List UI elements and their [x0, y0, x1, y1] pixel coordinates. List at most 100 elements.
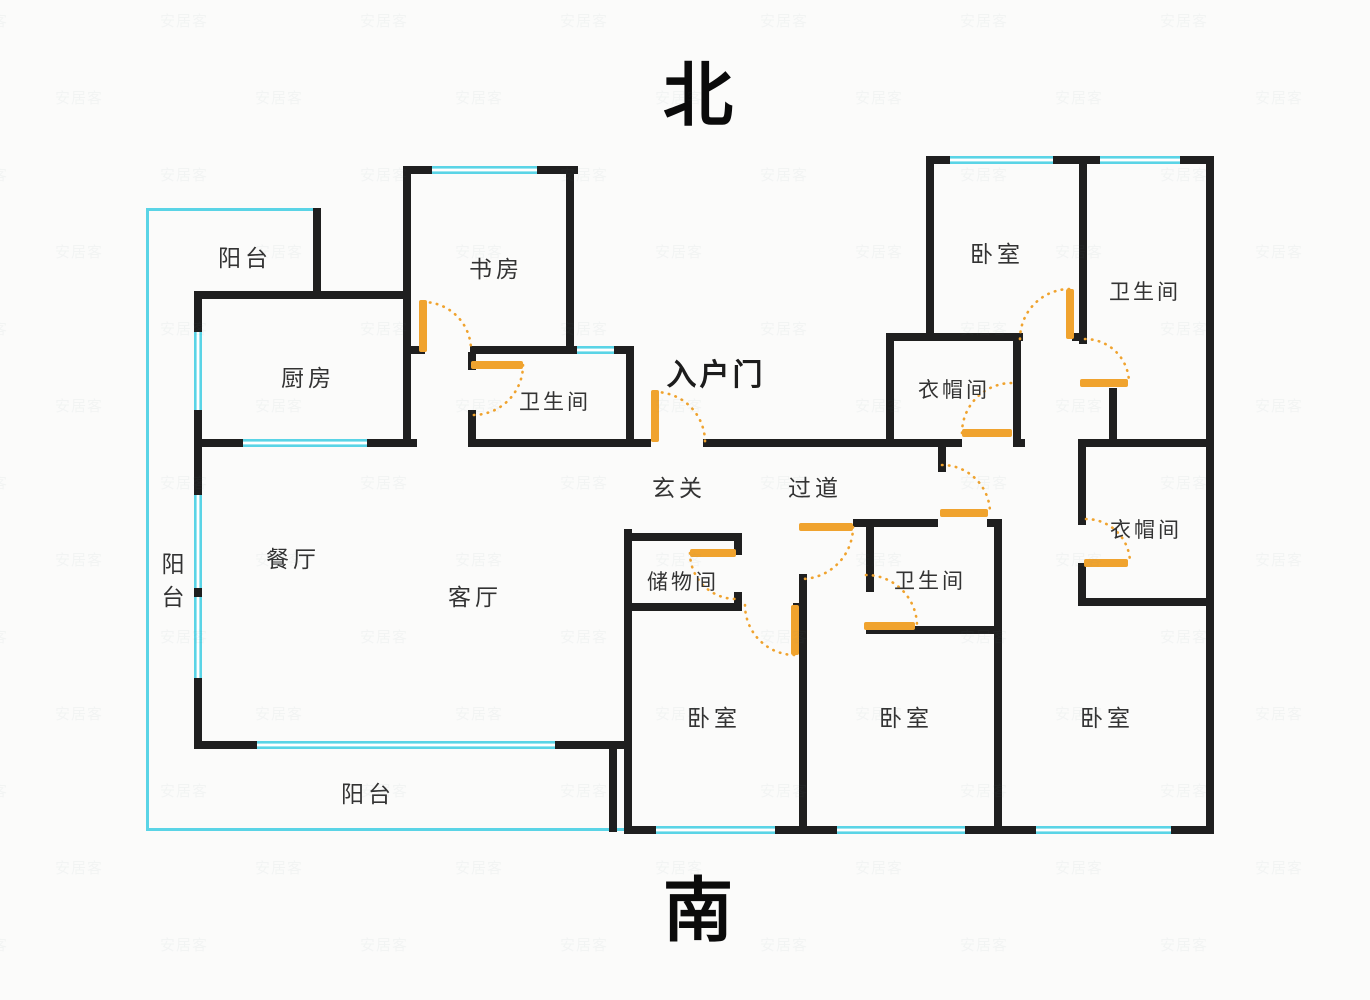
door-leaf	[690, 549, 736, 557]
balcony-boundary-line	[146, 208, 149, 831]
window-frame	[199, 495, 202, 588]
wall	[866, 626, 1002, 634]
wall	[1171, 826, 1214, 834]
door-leaf	[799, 523, 853, 531]
window-frame	[837, 826, 965, 829]
wall	[403, 346, 425, 354]
door-leaf	[791, 605, 799, 655]
wall	[994, 519, 1002, 834]
wall	[555, 741, 632, 749]
door-swing-arc	[960, 381, 1014, 435]
room-label-cloak-top: 衣帽间	[918, 379, 990, 402]
door-swing-arc	[1018, 287, 1072, 341]
window-glass	[837, 826, 965, 834]
room-label-balcony-bottom: 阳台	[341, 781, 395, 807]
window-glass	[950, 156, 1053, 164]
wall	[468, 410, 476, 447]
window-frame	[656, 826, 775, 829]
room-label-balcony-top: 阳台	[218, 245, 272, 271]
wall	[624, 603, 742, 611]
entrance-door-label: 入户门	[666, 359, 766, 392]
wall	[1206, 156, 1214, 834]
wall	[194, 291, 411, 299]
wall	[926, 156, 1214, 164]
window-frame	[1036, 831, 1171, 834]
window-glass	[1100, 156, 1180, 164]
window-frame	[656, 831, 775, 834]
door-swing-arc	[653, 390, 707, 444]
window-frame	[194, 597, 197, 678]
wall	[472, 439, 651, 447]
wall	[793, 603, 807, 611]
wall	[403, 166, 411, 447]
wall	[313, 208, 321, 299]
window-glass	[432, 166, 537, 174]
wall	[566, 166, 574, 354]
room-label-kitchen: 厨房	[281, 365, 335, 391]
balcony-boundary-line	[146, 208, 317, 211]
door-swing-arc	[940, 463, 992, 515]
room-label-bedroom-2: 卧室	[879, 705, 933, 731]
room-label-bath-top: 卫生间	[519, 391, 591, 414]
door-swing-arc	[743, 603, 797, 657]
room-label-hallway: 过道	[788, 475, 842, 501]
window-glass	[656, 826, 775, 834]
wall	[926, 156, 934, 341]
window-frame	[199, 597, 202, 678]
door-swing-arc	[471, 363, 525, 417]
window-glass	[194, 495, 202, 588]
window-frame	[243, 444, 367, 447]
door-leaf	[1066, 289, 1074, 339]
wall	[866, 519, 874, 592]
window-glass	[243, 439, 367, 447]
room-label-foyer: 玄关	[652, 475, 706, 501]
wall	[734, 592, 742, 603]
wall	[624, 533, 742, 541]
door-leaf	[1080, 379, 1128, 387]
window-frame	[199, 332, 202, 410]
window-frame	[1036, 826, 1171, 829]
wall	[194, 439, 243, 447]
room-label-bedroom-top-right: 卧室	[970, 241, 1024, 267]
wall	[886, 333, 1023, 341]
window-frame	[243, 439, 367, 442]
window-frame	[837, 831, 965, 834]
compass-north-label: 北	[663, 56, 733, 135]
wall	[1078, 439, 1214, 447]
door-leaf	[419, 300, 427, 352]
room-label-living: 客厅	[448, 584, 502, 610]
window-frame	[194, 495, 197, 588]
window-frame	[432, 166, 537, 169]
wall	[886, 333, 894, 447]
door-leaf	[651, 390, 659, 442]
room-label-bath-right: 卫生间	[1109, 281, 1181, 304]
window-glass	[194, 597, 202, 678]
door-swing-arc	[1083, 337, 1131, 385]
room-label-storage: 储物间	[647, 571, 719, 594]
wall	[624, 529, 632, 834]
window-frame	[950, 161, 1053, 164]
room-label-cloak-right: 衣帽间	[1110, 519, 1182, 542]
door-leaf	[940, 509, 988, 517]
door-swing-arc	[864, 573, 919, 628]
window-glass	[257, 741, 555, 749]
wall	[965, 826, 1036, 834]
wall	[468, 352, 476, 370]
room-label-bedroom-3: 卧室	[1080, 705, 1134, 731]
window-frame	[577, 346, 614, 349]
balcony-boundary-line	[146, 828, 628, 831]
wall	[734, 541, 742, 555]
wall	[853, 519, 938, 527]
door-leaf	[471, 361, 523, 369]
wall	[775, 826, 837, 834]
room-label-bedroom-1: 卧室	[687, 705, 741, 731]
wall	[1109, 388, 1117, 443]
room-label-bath-mid: 卫生间	[894, 570, 966, 593]
wall	[799, 574, 807, 834]
door-swing-arc	[1084, 517, 1132, 565]
door-leaf	[864, 622, 915, 630]
wall	[367, 439, 417, 447]
window-frame	[194, 332, 197, 410]
wall	[1078, 598, 1214, 606]
